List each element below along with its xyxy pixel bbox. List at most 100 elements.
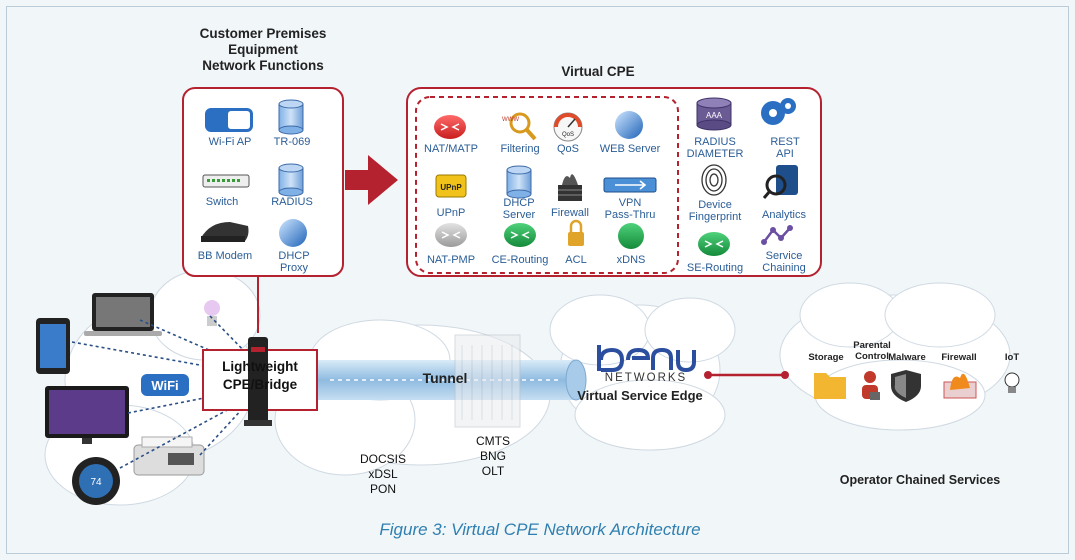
vcpe-item-web-server: WEB Server: [599, 143, 661, 155]
vcpe-item-vpn-pass-thru: VPN Pass-Thru: [604, 197, 656, 221]
vcpe-item-service-chaining: Service Chaining: [762, 250, 806, 274]
switch-icon: [202, 174, 250, 188]
bridge-label: Lightweight CPE/Bridge: [204, 358, 316, 394]
monitor-icon: [45, 386, 129, 444]
service-storage-label: Storage: [808, 352, 844, 363]
dhcp-proxy-globe-icon: [279, 219, 307, 247]
vcpe-item-filtering: Filtering: [500, 143, 540, 155]
web-server-globe-icon: [615, 111, 643, 139]
cpe-item-dhcp-proxy: DHCP Proxy: [278, 250, 310, 274]
bb-modem-icon: [201, 222, 249, 242]
figure-caption: Figure 3: Virtual CPE Network Architectu…: [379, 520, 701, 539]
service-iot-label: IoT: [1004, 352, 1020, 363]
vcpe-dashed-group: [415, 96, 679, 274]
vcpe-item-device-fingerprint: Device Fingerprint: [688, 199, 742, 223]
www-text: WWW: [502, 117, 519, 123]
figure-frame: [6, 6, 1069, 554]
access-tech-list: DOCSIS xDSL PON: [348, 452, 418, 497]
headend-olt: OLT: [481, 464, 505, 478]
thermostat-value: 74: [90, 477, 102, 488]
vcpe-item-ce-routing: CE-Routing: [491, 254, 549, 266]
wifi-badge-text: WiFi: [151, 378, 178, 393]
acl-lock-icon: [568, 219, 584, 246]
iot-bulb-icon: [1004, 372, 1020, 393]
headend-bng: BNG: [479, 449, 506, 463]
service-parental-control-label: Parental Control: [853, 340, 891, 362]
qos-text: QoS: [562, 132, 574, 138]
access-tech-docsis: DOCSIS: [359, 452, 406, 466]
nat-pmp-router-icon: [435, 223, 467, 247]
link-dot-right: [781, 371, 789, 379]
vcpe-item-radius-diameter: RADIUS DIAMETER: [686, 136, 744, 160]
vcpe-item-firewall: Firewall: [551, 207, 589, 219]
aaa-db-icon: AAA: [696, 97, 732, 131]
xdns-globe-icon: [618, 223, 644, 249]
bridge-label-line-1: Lightweight: [222, 359, 298, 374]
vcpe-item-dhcp-server: DHCP Server: [502, 197, 536, 221]
service-firewall-label: Firewall: [941, 352, 977, 363]
benu-logo-icon: [597, 345, 696, 373]
cpe-title-line-1: Customer Premises: [199, 26, 327, 41]
vcpe-item-qos: QoS: [556, 143, 579, 155]
benu-networks-text: NETWORKS: [604, 372, 688, 384]
cpe-title: Customer Premises Equipment Network Func…: [175, 26, 351, 74]
arrow-to-vcpe: [345, 155, 398, 205]
headend-cmts: CMTS: [476, 434, 510, 448]
storage-folder-icon: [814, 373, 846, 399]
services-title: Operator Chained Services: [839, 473, 1001, 487]
tr069-db-icon: [278, 99, 304, 135]
cpe-item-radius: RADIUS: [271, 196, 313, 208]
cpe-title-line-3: Network Functions: [202, 58, 324, 73]
vcpe-item-xdns: xDNS: [616, 254, 646, 266]
vcpe-title: Virtual CPE: [561, 64, 635, 79]
cpe-item-wifi-ap: Wi-Fi AP: [208, 136, 252, 148]
parental-control-icon: [862, 371, 880, 400]
vpn-tunnel-icon: [603, 177, 657, 193]
cpe-item-switch: Switch: [205, 196, 239, 208]
malware-shield-icon: [891, 370, 921, 402]
vcpe-item-upnp: UPnP: [436, 207, 466, 219]
link-dot-left: [704, 371, 712, 379]
tablet-icon: [36, 318, 70, 374]
benu-vse-label: Virtual Service Edge: [577, 388, 703, 403]
cpe-item-tr069: TR-069: [273, 136, 311, 148]
bridge-device-icon: [244, 337, 272, 426]
wifi-badge-icon: WiFi: [141, 374, 189, 396]
firewall-icon: [558, 174, 582, 201]
nat-matp-router-icon: [434, 115, 466, 139]
se-routing-router-icon: [698, 232, 730, 256]
cpe-title-line-2: Equipment: [228, 42, 298, 57]
thermostat-icon: 74: [72, 457, 120, 505]
service-chaining-icon: [761, 225, 793, 245]
cmts-rack-icon: [454, 334, 521, 428]
laptop-icon: [84, 293, 162, 336]
firewall-flame-icon: [943, 373, 977, 399]
service-malware-label: Malware: [888, 352, 926, 363]
vcpe-item-nat-pmp: NAT-PMP: [426, 254, 476, 266]
analytics-icon: [762, 165, 798, 199]
cpe-item-bb-modem: BB Modem: [197, 250, 253, 262]
vcpe-item-acl: ACL: [565, 254, 587, 266]
aaa-text: AAA: [706, 111, 723, 120]
benu-cloud: [549, 294, 736, 451]
rest-api-gears-icon: [761, 98, 796, 125]
vcpe-item-rest-api: REST API: [770, 136, 800, 160]
tunnel-end: [565, 359, 587, 401]
vcpe-item-se-routing: SE-Routing: [686, 262, 744, 274]
wifi-ap-icon: [205, 108, 253, 132]
access-tech-xdsl: xDSL: [368, 467, 398, 481]
access-tech-pon: PON: [369, 482, 396, 496]
upnp-icon: UPnP: [435, 174, 467, 198]
radius-db-icon: [278, 163, 304, 197]
filtering-icon: WWW: [502, 112, 537, 141]
qos-gauge-icon: QoS: [553, 112, 583, 142]
ce-routing-router-icon: [504, 223, 536, 247]
headend-list: CMTS BNG OLT: [458, 434, 528, 479]
smart-bulb-icon: [204, 300, 220, 326]
vcpe-item-nat-matp: NAT/MATP: [424, 143, 478, 155]
vcpe-item-analytics: Analytics: [761, 209, 807, 221]
dhcp-server-db-icon: [506, 165, 532, 199]
upnp-text: UPnP: [440, 183, 462, 192]
bridge-label-line-2: CPE/Bridge: [222, 377, 298, 392]
